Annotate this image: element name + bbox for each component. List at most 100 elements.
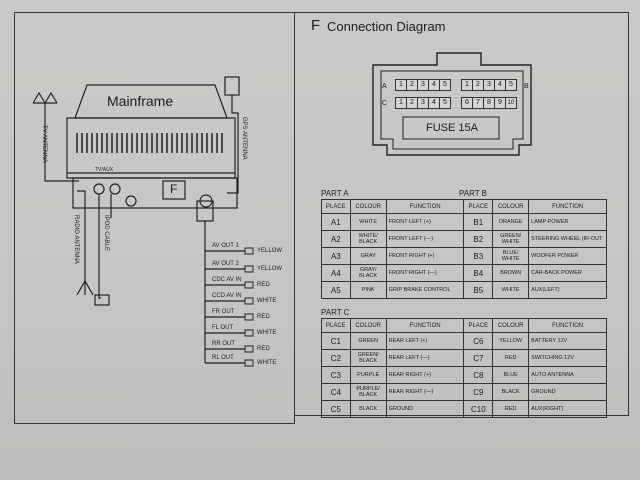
colour-cell: BLUE/ WHITE — [492, 247, 530, 265]
col-header: FUNCTION — [528, 318, 607, 333]
place-cell: C2 — [321, 349, 351, 367]
function-cell: FRONT RIGHT (+) — [385, 247, 465, 265]
function-cell: FRONT LEFT (—) — [385, 230, 465, 248]
part-ab-table: PLACE COLOUR FUNCTION PLACE COLOUR FUNCT… — [321, 199, 607, 299]
row-a-label: A — [382, 83, 387, 90]
pin: 3 — [417, 79, 429, 91]
output-color: RED — [257, 282, 270, 288]
pin: 5 — [505, 79, 517, 91]
ipod-cable-label: IPOD CABLE — [103, 215, 109, 252]
output-name: CCD AV IN — [212, 293, 242, 299]
colour-cell: ORANGE — [492, 213, 530, 231]
col-header: PLACE — [463, 318, 494, 333]
ipod-cable — [98, 194, 101, 299]
place-cell: C10 — [463, 400, 494, 418]
output-color: WHITE — [257, 360, 277, 366]
diagram-letter: F — [311, 17, 321, 34]
colour-cell: BLACK — [349, 400, 387, 418]
harness-branches — [205, 250, 245, 364]
output-name: CDC AV IN — [212, 277, 242, 283]
place-cell: B3 — [463, 247, 494, 265]
output-name: RR OUT — [212, 341, 235, 347]
mainframe-back-plate — [72, 177, 238, 209]
function-cell: GROUND — [528, 383, 607, 401]
function-cell: SWITCHING 12V — [528, 349, 607, 367]
output-name: RL OUT — [212, 355, 234, 361]
colour-cell: PURPLE — [349, 366, 387, 384]
colour-cell: WHITE — [349, 213, 387, 231]
place-cell: C9 — [463, 383, 494, 401]
radio-antenna-cable — [76, 190, 94, 296]
colour-cell: WHITE/ BLACK — [349, 230, 387, 248]
table-row: C3 PURPLE REAR RIGHT (+) C8 BLUE AUTO AN… — [321, 366, 607, 384]
socket-3 — [125, 195, 137, 207]
connector-outline — [372, 52, 532, 156]
function-cell: REAR RIGHT (—) — [385, 383, 465, 401]
part-c-title: PART C — [321, 308, 350, 317]
col-header: FUNCTION — [528, 199, 607, 214]
output-name: FL OUT — [212, 325, 234, 331]
place-cell: C8 — [463, 366, 494, 384]
colour-cell: YELLOW — [492, 332, 530, 350]
place-cell: B5 — [463, 281, 494, 299]
table-row: A4 GRAY/ BLACK FRONT RIGHT (—) B4 BROWN … — [321, 264, 607, 282]
place-cell: A3 — [321, 247, 351, 265]
colour-cell: GREEN/ WHITE — [492, 230, 530, 248]
table-row: C4 PURPLE/ BLACK REAR RIGHT (—) C9 BLACK… — [321, 383, 607, 401]
fuse-letter-label: F — [170, 182, 178, 196]
function-cell: FRONT LEFT (+) — [385, 213, 465, 231]
pin: 3 — [483, 79, 495, 91]
place-cell: A2 — [321, 230, 351, 248]
place-cell: A1 — [321, 213, 351, 231]
place-cell: C3 — [321, 366, 351, 384]
colour-cell: BROWN — [492, 264, 530, 282]
table-row: A2 WHITE/ BLACK FRONT LEFT (—) B2 GREEN/… — [321, 230, 607, 248]
table-header-row: PLACE COLOUR FUNCTION PLACE COLOUR FUNCT… — [321, 199, 607, 214]
col-header: FUNCTION — [385, 318, 465, 333]
function-cell: AUX(RIGHT) — [528, 400, 607, 418]
table-row: C5 BLACK GROUND C10 RED AUX(RIGHT) — [321, 400, 607, 418]
output-name: AV OUT 1 — [212, 243, 239, 249]
function-cell: GRIP BRAKE CONTROL — [385, 281, 465, 299]
colour-cell: GRAY — [349, 247, 387, 265]
pin: 5 — [439, 79, 451, 91]
part-c-table: PLACE COLOUR FUNCTION PLACE COLOUR FUNCT… — [321, 318, 607, 418]
pin: 1 — [461, 79, 473, 91]
place-cell: B4 — [463, 264, 494, 282]
colour-cell: PURPLE/ BLACK — [349, 383, 387, 401]
colour-cell: PINK — [349, 281, 387, 299]
colour-cell: GRAY/ BLACK — [349, 264, 387, 282]
function-cell: REAR LEFT (—) — [385, 349, 465, 367]
colour-cell: BLUE — [492, 366, 530, 384]
place-cell: A5 — [321, 281, 351, 299]
fuse-label: FUSE 15A — [426, 122, 478, 134]
mainframe-vents — [76, 133, 223, 153]
rca-plugs — [244, 247, 254, 367]
tv-antenna — [32, 91, 79, 182]
pin: 1 — [395, 97, 407, 109]
row-c-label: C — [382, 100, 388, 107]
colour-cell: GREEN — [349, 332, 387, 350]
tv-antenna-label: TV ANTENNA — [41, 125, 47, 163]
output-name: AV OUT 2 — [212, 261, 239, 267]
function-cell: LAMP POWER — [528, 213, 607, 231]
colour-cell: GREEN/ BLACK — [349, 349, 387, 367]
small-jack-label: TV/AUX — [95, 167, 114, 173]
function-cell: BATTERY 12V — [528, 332, 607, 350]
place-cell: C4 — [321, 383, 351, 401]
place-cell: C7 — [463, 349, 494, 367]
function-cell: GROUND — [385, 400, 465, 418]
place-cell: A4 — [321, 264, 351, 282]
col-header: FUNCTION — [385, 199, 465, 214]
place-cell: B2 — [463, 230, 494, 248]
function-cell: STEERING WHEEL (IR-OUT — [528, 230, 607, 248]
output-name: FR OUT — [212, 309, 235, 315]
place-cell: C5 — [321, 400, 351, 418]
part-a-title: PART A — [321, 189, 349, 198]
colour-cell: RED — [492, 400, 530, 418]
function-cell: AUX(LEFT) — [528, 281, 607, 299]
colour-cell: WHITE — [492, 281, 530, 299]
colour-cell: BLACK — [492, 383, 530, 401]
gps-antenna-head — [224, 76, 240, 96]
function-cell: CAR-BACK POWER — [528, 264, 607, 282]
